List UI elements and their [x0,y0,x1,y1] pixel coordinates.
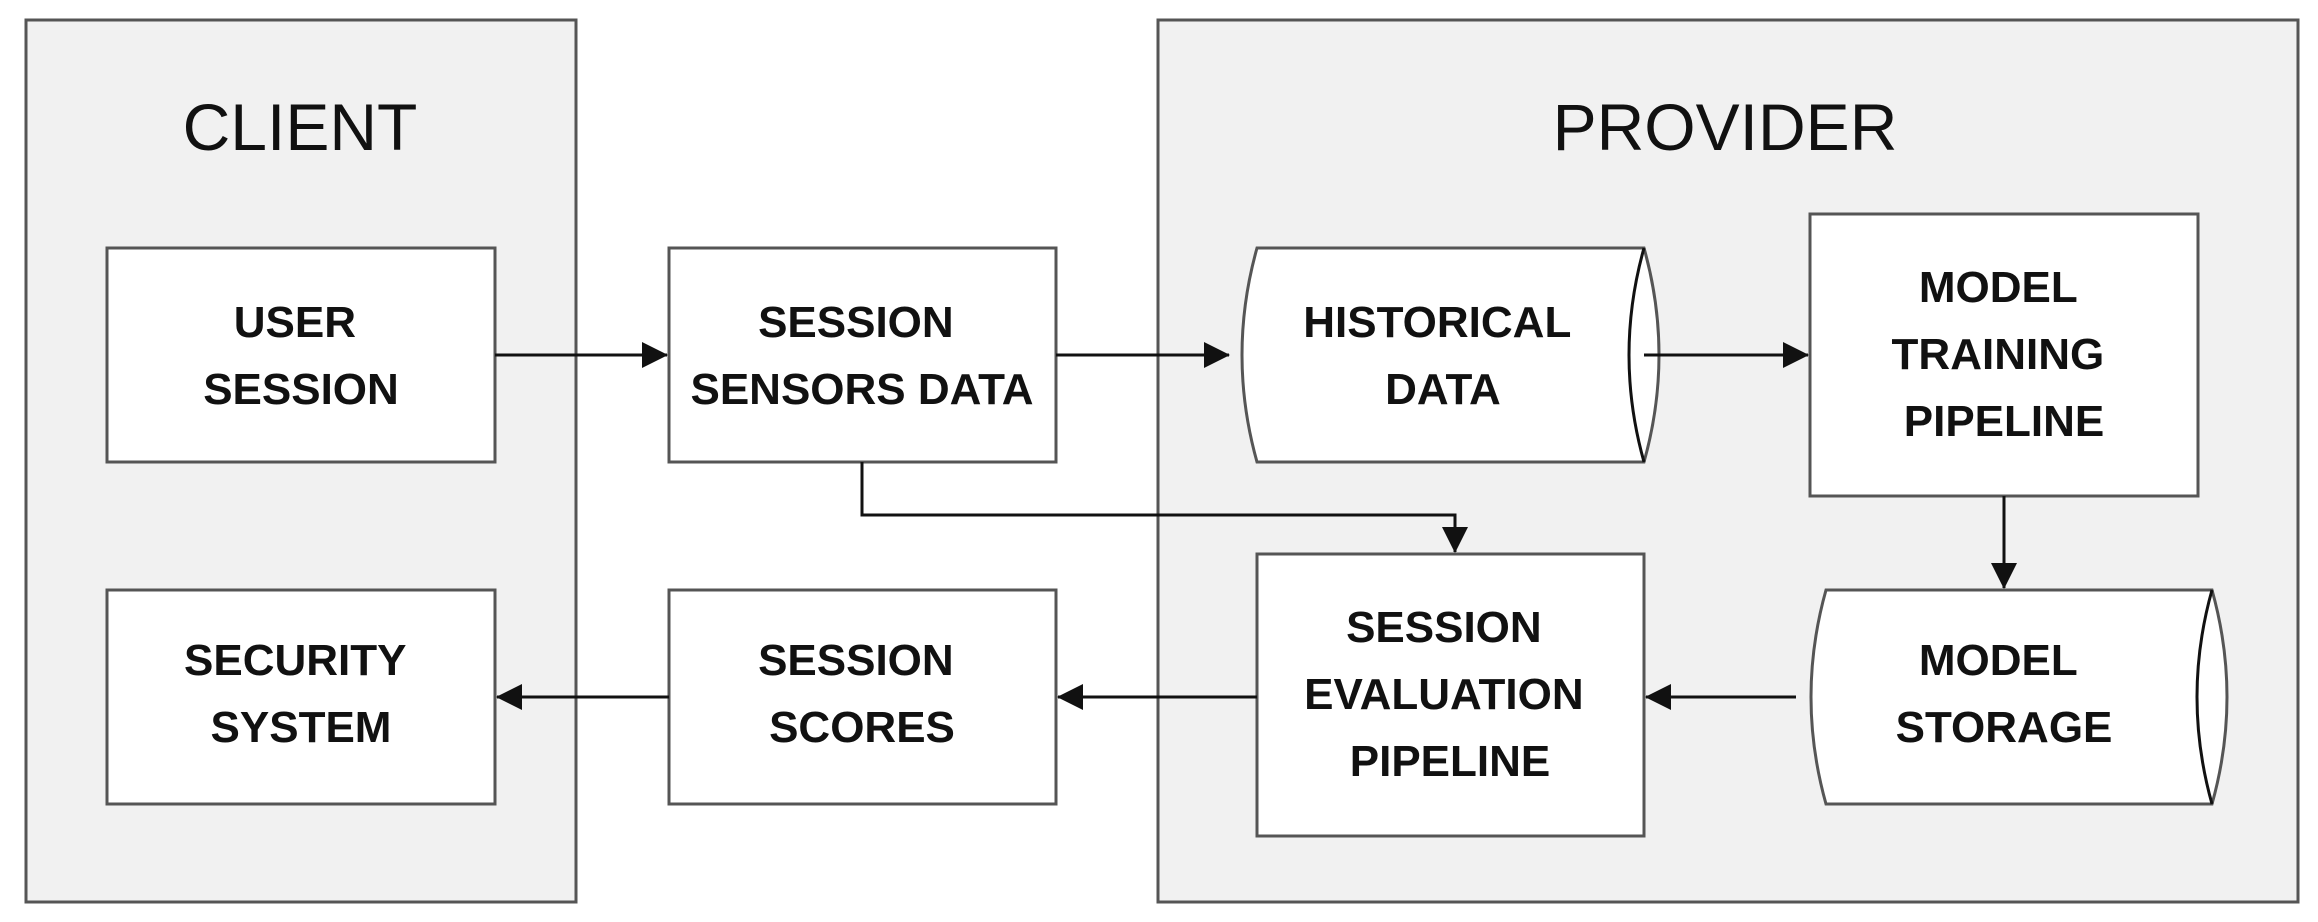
session-sensors-data-box [667,246,1058,464]
session-scores-label: SESSION SCORES [758,636,966,752]
provider-group-title: PROVIDER [1553,90,1898,164]
security-system-node: SECURITY SYSTEM [105,588,497,806]
session-scores-box [667,588,1058,806]
security-system-box [105,588,497,806]
historical-data-shape [1240,246,1661,464]
session-evaluation-pipeline-node: SESSION EVALUATION PIPELINE [1255,552,1646,838]
security-system-label: SECURITY SYSTEM [184,636,418,752]
model-storage-inner-curve [2195,589,2214,805]
historical-data-inner-curve [1627,247,1646,463]
user-session-node: USER SESSION [105,246,497,464]
model-storage-label: MODEL STORAGE [1896,636,2113,752]
historical-data-label: HISTORICAL DATA [1303,298,1583,414]
session-evaluation-pipeline-box [1255,552,1646,838]
edge-sensors-data-to-evaluation-pipeline [860,462,1468,553]
edges [495,342,2017,710]
model-training-pipeline-node: MODEL TRAINING PIPELINE [1808,212,2200,498]
model-training-pipeline-label: MODEL TRAINING PIPELINE [1892,263,2117,446]
session-evaluation-pipeline-label: SESSION EVALUATION PIPELINE [1304,603,1596,786]
session-sensors-data-label: SESSION SENSORS DATA [690,298,1033,414]
user-session-label: USER SESSION [203,298,399,414]
session-sensors-data-node: SESSION SENSORS DATA [667,246,1058,464]
model-storage-node: MODEL STORAGE [1809,588,2229,806]
model-storage-shape [1809,588,2229,806]
historical-data-node: HISTORICAL DATA [1240,246,1661,464]
session-scores-node: SESSION SCORES [667,588,1058,806]
client-group-title: CLIENT [183,90,418,164]
user-session-box [105,246,497,464]
